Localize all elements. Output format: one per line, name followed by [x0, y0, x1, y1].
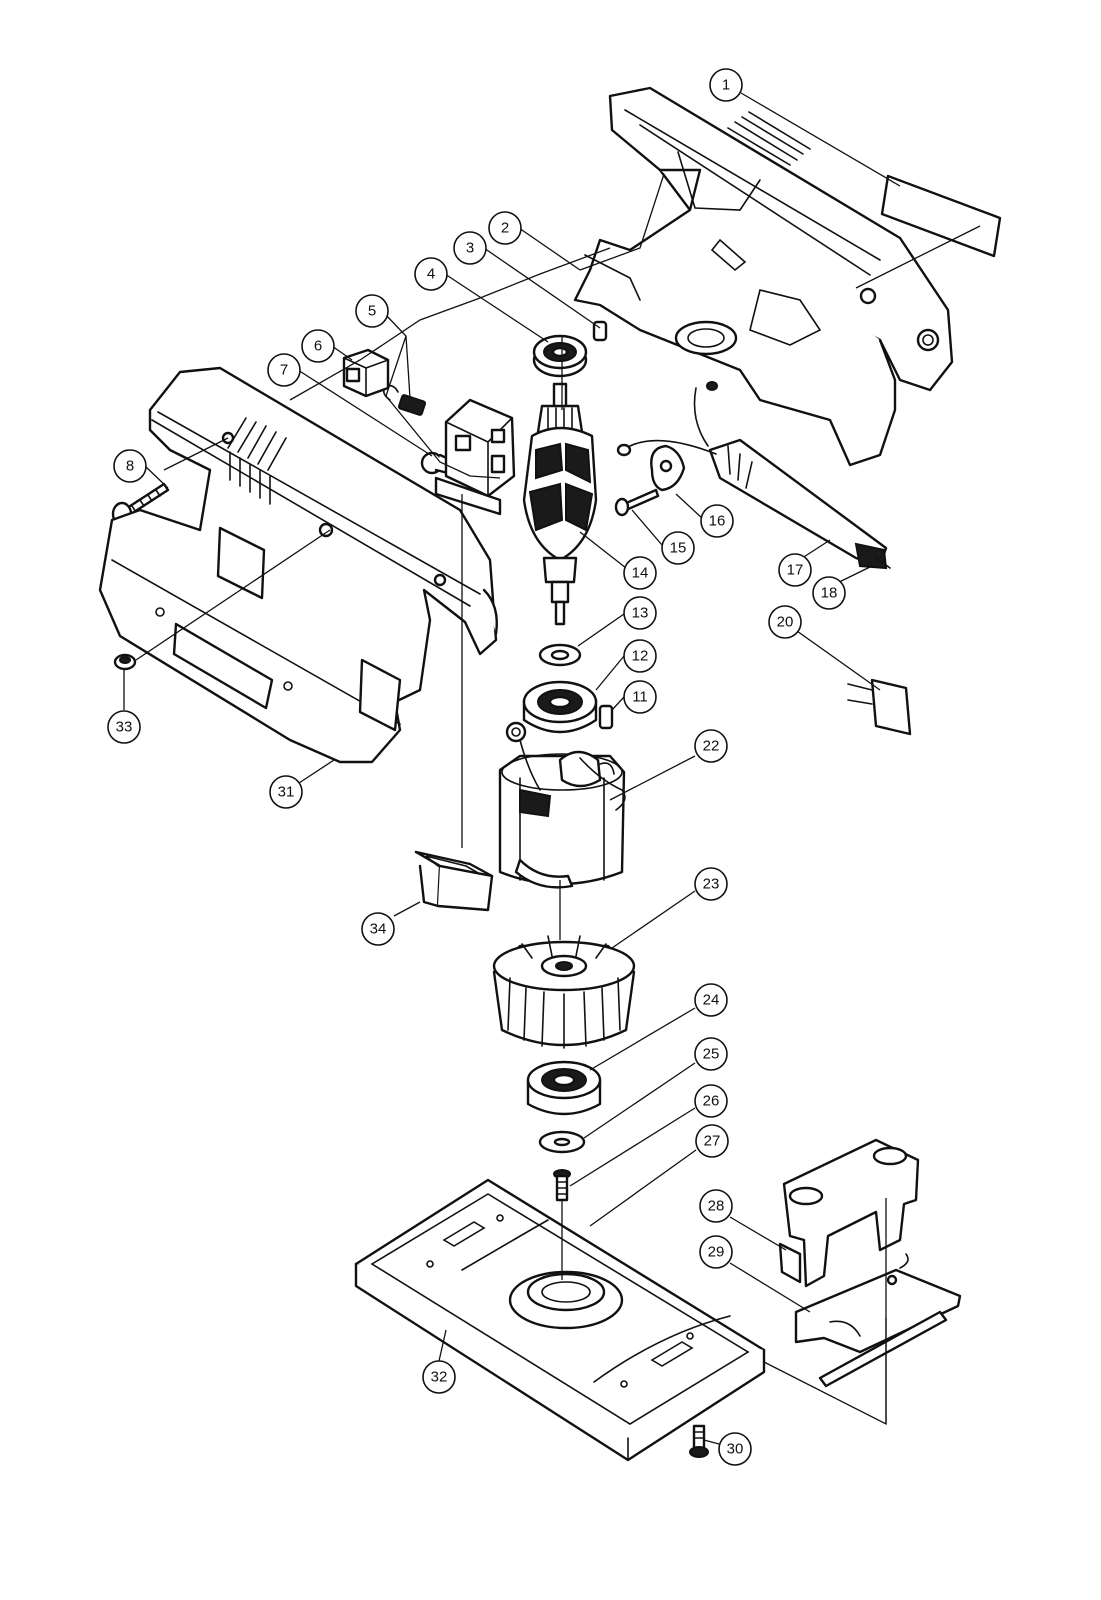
part-brush-holder: [342, 348, 390, 398]
callout-8-label: 8: [126, 458, 134, 475]
callout-16: 16: [700, 504, 734, 538]
callout-7: 7: [267, 353, 301, 387]
callout-26-label: 26: [703, 1093, 720, 1110]
part-armature: [522, 382, 598, 626]
leader-lines: [123, 92, 981, 1445]
callout-30-label: 30: [727, 1441, 744, 1458]
callout-25-label: 25: [703, 1046, 720, 1063]
callout-25: 25: [694, 1037, 728, 1071]
part-bearing-top: [532, 334, 588, 378]
callout-23: 23: [694, 867, 728, 901]
callout-13: 13: [623, 596, 657, 630]
part-screw-base: [553, 1169, 571, 1202]
part-paper-clamp-lever: [794, 1253, 962, 1388]
callout-18: 18: [812, 576, 846, 610]
callout-8: 8: [113, 449, 147, 483]
part-paper-clamp-frame: [778, 1138, 920, 1288]
part-pin-small: [598, 704, 614, 730]
callout-27-label: 27: [704, 1133, 721, 1150]
callout-22: 22: [694, 729, 728, 763]
part-field: [498, 721, 626, 889]
part-screw-clamp: [614, 488, 660, 517]
callout-3-label: 3: [466, 240, 474, 257]
callout-29-label: 29: [708, 1244, 725, 1261]
part-screw-plate: [689, 1424, 709, 1458]
part-noise-suppressor: [847, 678, 912, 736]
callout-2: 2: [488, 211, 522, 245]
callout-29: 29: [699, 1235, 733, 1269]
callout-31-label: 31: [278, 784, 295, 801]
callout-7-label: 7: [280, 362, 288, 379]
part-washer-lower: [538, 1130, 586, 1154]
callout-15-label: 15: [670, 540, 687, 557]
callout-17: 17: [778, 553, 812, 587]
callout-1: 1: [709, 68, 743, 102]
callout-12: 12: [623, 639, 657, 673]
callout-28: 28: [699, 1189, 733, 1223]
callout-32-label: 32: [431, 1369, 448, 1386]
part-dust-nozzle: [414, 850, 494, 912]
callout-6-label: 6: [314, 338, 322, 355]
callout-33-label: 33: [116, 719, 133, 736]
callout-23-label: 23: [703, 876, 720, 893]
callout-20-label: 20: [777, 614, 794, 631]
part-cap-screw: [113, 653, 137, 671]
callout-22-label: 22: [703, 738, 720, 755]
part-housing-right: [573, 86, 954, 467]
callout-20: 20: [768, 605, 802, 639]
callout-14-label: 14: [632, 565, 649, 582]
part-cord: [875, 557, 891, 569]
callout-31: 31: [269, 775, 303, 809]
part-switch: [434, 398, 516, 516]
part-housing-left: [98, 366, 498, 764]
callout-32: 32: [422, 1360, 456, 1394]
callout-4: 4: [414, 257, 448, 291]
callout-17-label: 17: [787, 562, 804, 579]
callout-33: 33: [107, 710, 141, 744]
callout-30: 30: [718, 1432, 752, 1466]
part-bearing-lower: [526, 1060, 602, 1116]
callout-5: 5: [355, 294, 389, 328]
callout-11-label: 11: [632, 689, 648, 706]
part-cord-guard: [708, 438, 888, 570]
part-washer-upper: [538, 643, 582, 667]
callout-12-label: 12: [632, 648, 649, 665]
part-nameplate: [880, 174, 1002, 258]
callout-26: 26: [694, 1084, 728, 1118]
callout-15: 15: [661, 531, 695, 565]
callout-6: 6: [301, 329, 335, 363]
callout-11: 11: [623, 680, 657, 714]
callout-3: 3: [453, 231, 487, 265]
callout-24: 24: [694, 983, 728, 1017]
callout-16-label: 16: [709, 513, 726, 530]
callout-5-label: 5: [368, 303, 376, 320]
callout-34-label: 34: [370, 921, 387, 938]
part-cord-clamp: [616, 381, 718, 492]
callout-1-label: 1: [722, 77, 730, 94]
callout-2-label: 2: [501, 220, 509, 237]
part-bearing-middle: [522, 680, 598, 734]
callout-27: 27: [695, 1124, 729, 1158]
callout-28-label: 28: [708, 1198, 725, 1215]
callout-24-label: 24: [703, 992, 720, 1009]
callout-4-label: 4: [427, 266, 435, 283]
callout-18-label: 18: [821, 585, 838, 602]
callout-34: 34: [361, 912, 395, 946]
callout-14: 14: [623, 556, 657, 590]
part-fan: [492, 935, 636, 1049]
part-base-plate: [354, 1178, 766, 1462]
callout-13-label: 13: [632, 605, 649, 622]
